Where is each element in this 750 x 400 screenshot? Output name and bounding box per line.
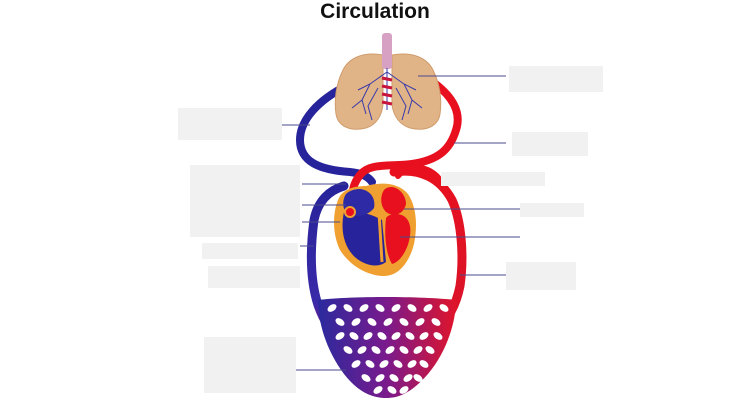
capillary-hole <box>407 304 417 312</box>
capillary-hole <box>357 346 367 354</box>
right-atrium-label <box>202 243 298 259</box>
capillaries-label <box>204 337 296 393</box>
pulmonary-artery-label <box>178 108 282 140</box>
capillary-network <box>318 297 456 398</box>
capillary-hole <box>359 304 369 312</box>
capillary-hole <box>367 318 377 326</box>
capillary-bed <box>318 297 456 398</box>
capillary-hole <box>375 304 385 312</box>
left-ventricle-label <box>520 203 584 217</box>
capillary-holes <box>327 304 449 394</box>
capillary-hole <box>439 304 449 312</box>
capillary-hole <box>335 332 345 340</box>
diagram-title: Circulation <box>320 0 430 23</box>
capillary-hole <box>361 374 371 382</box>
capillary-hole <box>405 332 415 340</box>
capillary-hole <box>385 346 395 354</box>
capillary-hole <box>391 332 401 340</box>
heart-septum <box>376 195 384 263</box>
capillary-hole <box>383 318 393 326</box>
capillary-hole <box>373 386 383 394</box>
capillary-hole <box>351 360 361 368</box>
capillary-hole <box>399 386 409 394</box>
capillary-hole <box>343 346 353 354</box>
left-atrium <box>381 187 406 215</box>
capillary-hole <box>425 346 435 354</box>
capillary-hole <box>413 346 423 354</box>
aorta-label <box>506 262 576 290</box>
pulmonary-vein-label <box>512 132 588 156</box>
capillary-hole <box>419 332 429 340</box>
capillary-hole <box>335 318 345 326</box>
pulmonary-vein-vessel <box>348 76 462 204</box>
capillary-hole <box>407 360 417 368</box>
capillary-hole <box>415 318 425 326</box>
left-lung <box>334 53 384 130</box>
capillary-hole <box>349 332 359 340</box>
capillary-hole <box>365 360 375 368</box>
capillary-hole <box>327 304 337 312</box>
capillary-hole <box>343 304 353 312</box>
left-atrium-label <box>441 172 545 186</box>
vena-cava-label <box>190 165 300 237</box>
lungs-label <box>509 66 603 92</box>
right-ventricle-label <box>208 266 300 288</box>
capillary-hole <box>431 318 441 326</box>
capillary-hole <box>399 346 409 354</box>
bronchial-tree <box>351 68 423 121</box>
capillary-hole <box>389 374 399 382</box>
valve-marker <box>344 206 356 218</box>
capillary-hole <box>413 374 423 382</box>
lungs <box>334 33 442 130</box>
capillary-hole <box>403 374 413 382</box>
capillary-hole <box>377 332 387 340</box>
capillary-hole <box>391 304 401 312</box>
capillary-hole <box>371 346 381 354</box>
capillary-hole <box>375 374 385 382</box>
heart <box>334 183 416 276</box>
capillary-hole <box>393 360 403 368</box>
left-ventricle <box>385 214 411 264</box>
capillary-hole <box>399 318 409 326</box>
capillary-hole <box>351 318 361 326</box>
right-lung <box>391 53 442 130</box>
pulmonary-vessels <box>381 76 393 106</box>
trachea <box>382 33 392 69</box>
capillary-hole <box>423 304 433 312</box>
capillary-hole <box>379 360 389 368</box>
capillary-hole <box>387 386 397 394</box>
valve-marker <box>378 210 386 218</box>
capillary-hole <box>419 360 429 368</box>
capillary-hole <box>433 332 443 340</box>
right-ventricle <box>342 211 386 266</box>
capillary-hole <box>363 332 373 340</box>
